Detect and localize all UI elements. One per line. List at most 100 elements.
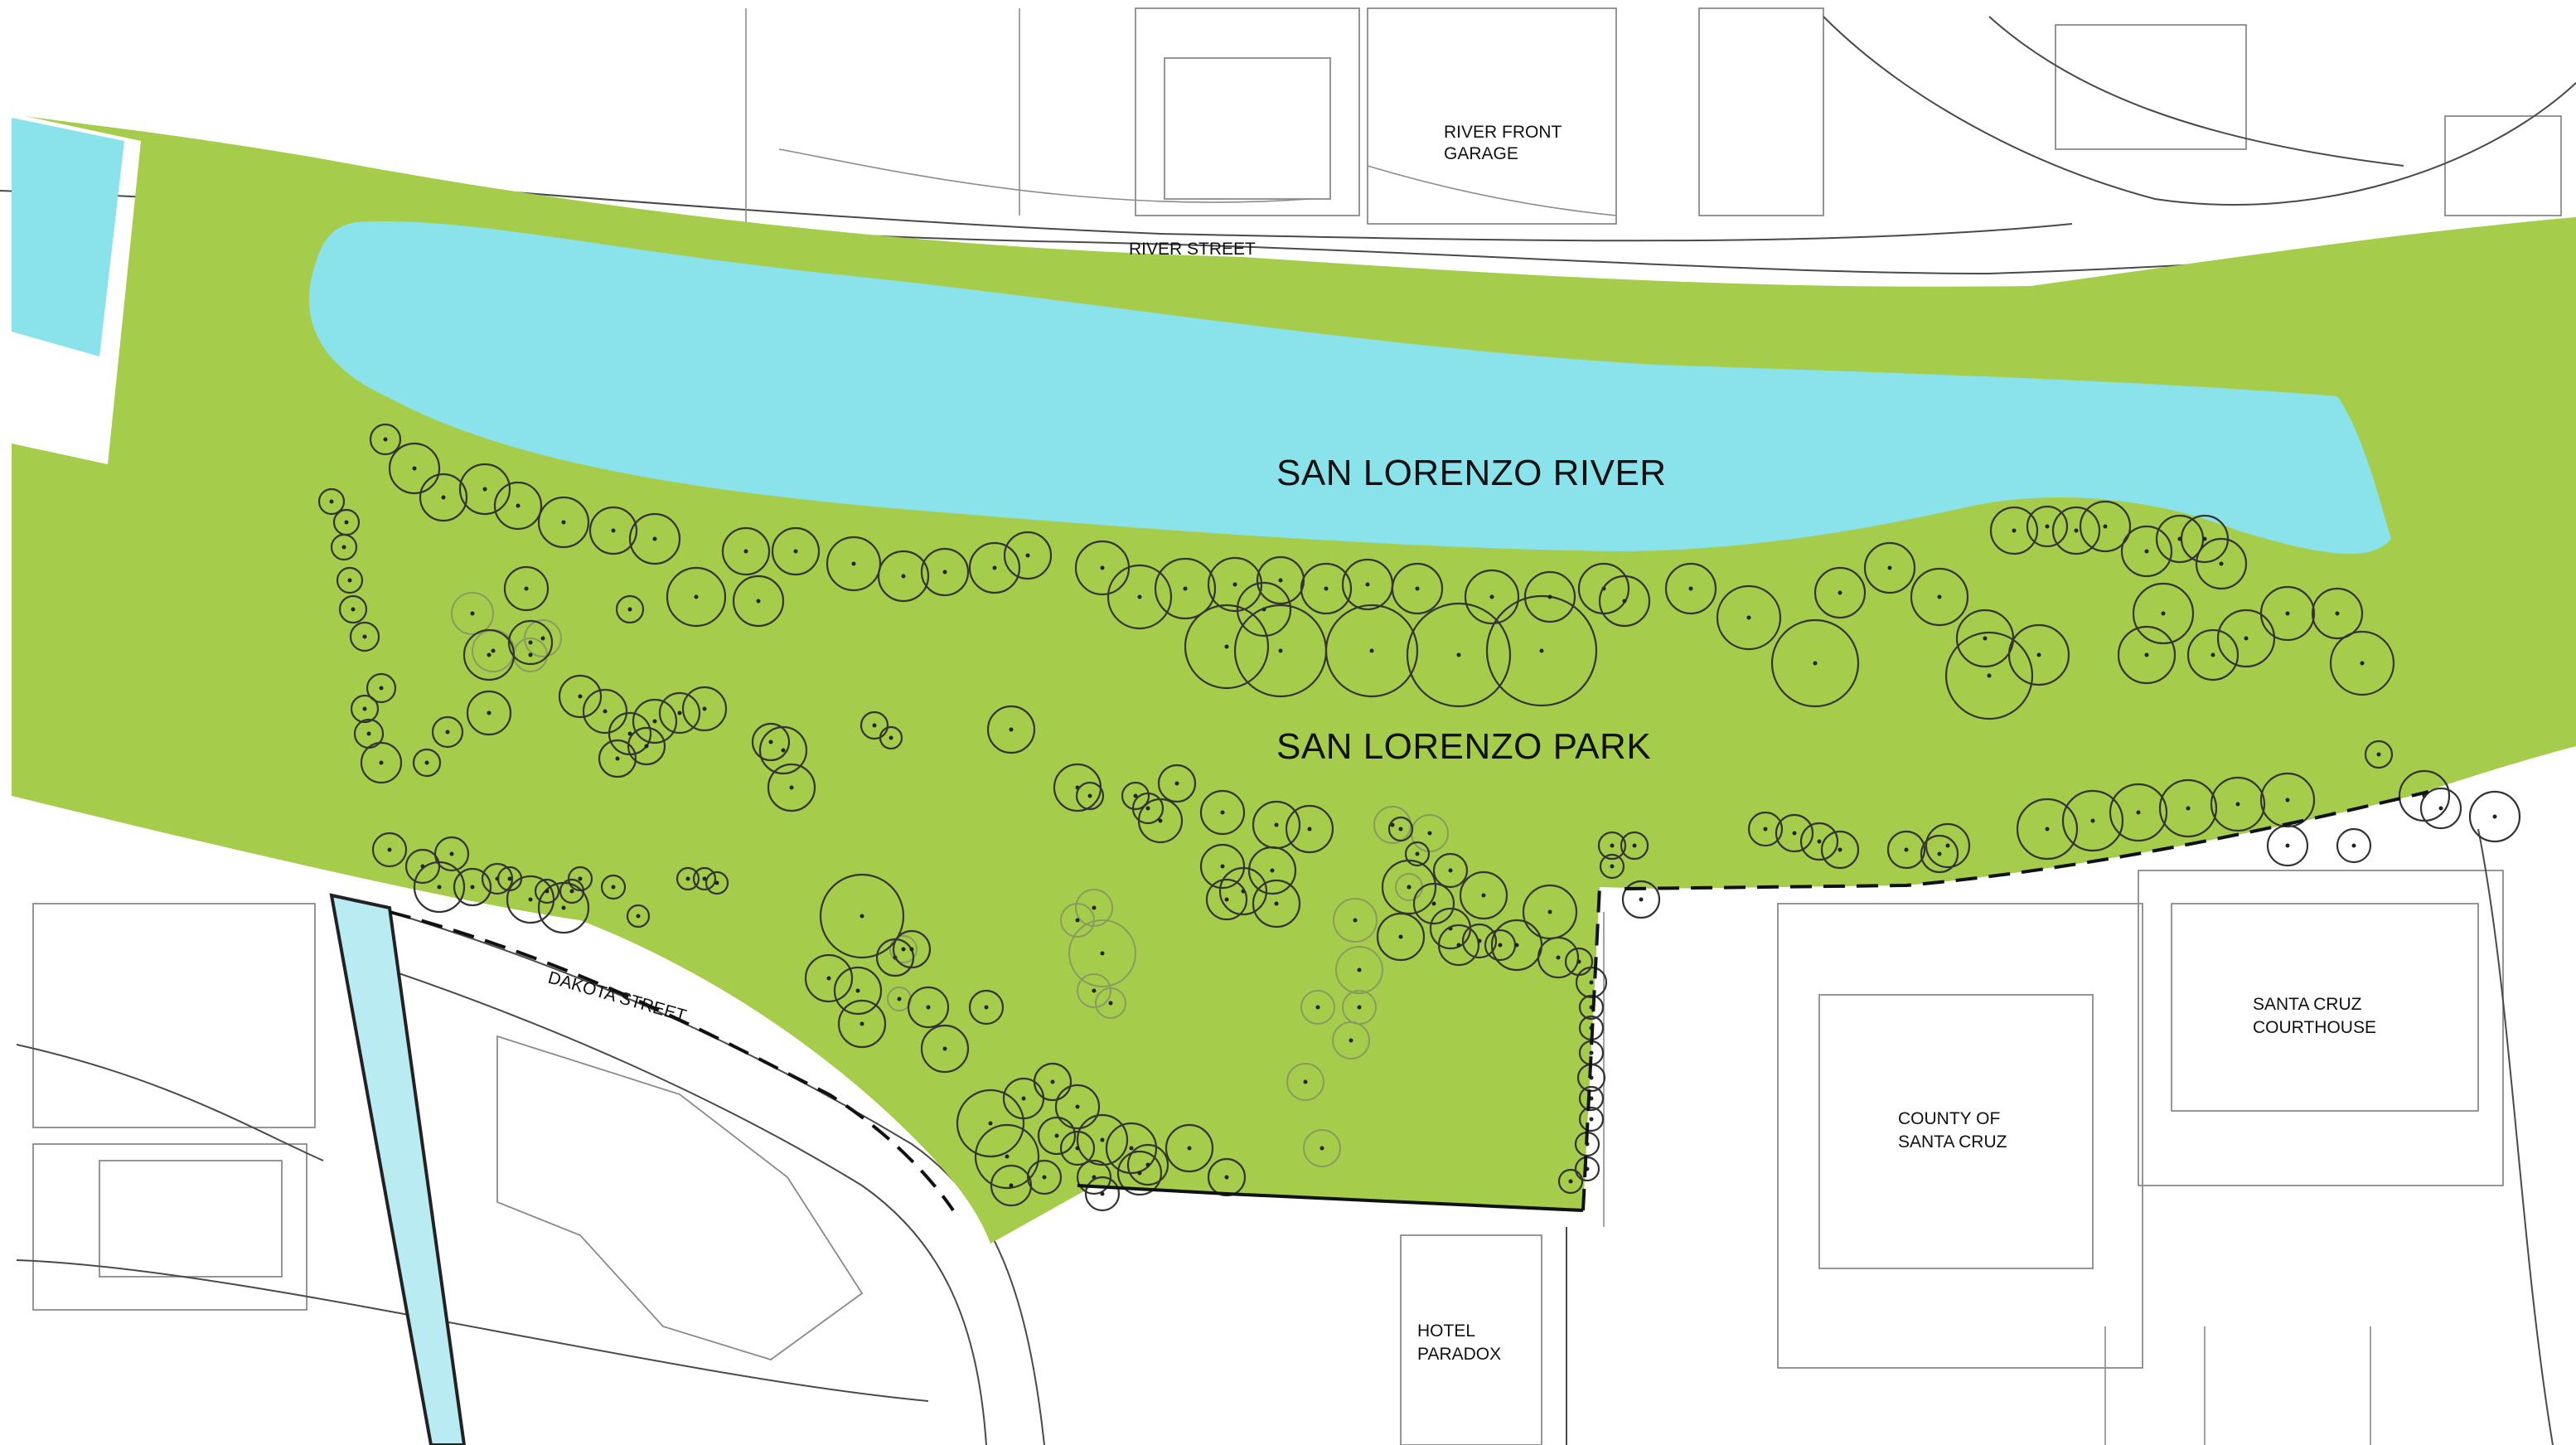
tree-trunk <box>1075 1104 1080 1109</box>
tree-trunk <box>482 487 487 492</box>
tree-trunk <box>1232 582 1237 587</box>
park-boundary <box>389 790 2429 1212</box>
tree-trunk <box>1477 938 1482 943</box>
tree-canopy <box>600 874 627 900</box>
tree-trunk <box>636 914 641 919</box>
tree-canopy <box>889 935 918 963</box>
tree-canopy <box>419 473 468 522</box>
tree-trunk <box>694 594 699 599</box>
tree-canopy <box>366 672 397 704</box>
tree-canopy <box>1432 852 1469 889</box>
tree-canopy <box>1077 973 1111 1008</box>
tree-trunk <box>1270 868 1275 873</box>
tree-canopy <box>404 848 441 885</box>
tree-canopy <box>371 832 408 868</box>
tree-trunk <box>1622 599 1627 604</box>
tree-trunk <box>2244 636 2249 641</box>
tree-trunk <box>2335 611 2340 616</box>
tree-canopy <box>369 423 402 456</box>
tree-trunk <box>470 885 475 890</box>
tree-canopy <box>1886 830 1926 870</box>
hotel-label-line2: PARADOX <box>1417 1345 1501 1364</box>
tree-canopy <box>1165 1123 1214 1173</box>
tree-trunk <box>611 885 616 890</box>
tree-trunk <box>702 706 707 711</box>
tree-trunk <box>768 739 773 744</box>
tree-canopy <box>558 674 603 719</box>
tree-trunk <box>1945 843 1950 848</box>
tree-trunk <box>561 520 566 525</box>
tree-trunk <box>1092 905 1097 910</box>
tree-canopy <box>615 594 645 624</box>
tree-trunk <box>1610 864 1615 869</box>
tree-trunk <box>1129 1146 1134 1151</box>
tree-canopy <box>1332 1021 1370 1060</box>
tree-trunk <box>2012 528 2017 533</box>
tree-canopy <box>920 547 970 597</box>
tree-trunk <box>2186 806 2191 811</box>
river-area[interactable] <box>308 221 2391 555</box>
tree-trunk <box>714 880 719 885</box>
tree-canopy <box>453 867 492 907</box>
tree-trunk <box>1763 827 1768 832</box>
tree-canopy <box>826 536 882 592</box>
tree-trunk <box>2360 661 2365 666</box>
tree-trunk <box>1539 648 1544 653</box>
tree-canopy <box>632 698 678 744</box>
tree-trunk <box>1274 901 1279 906</box>
tree-trunk <box>1456 943 1461 948</box>
tree-canopy <box>1461 923 1498 959</box>
tree-trunk <box>1514 943 1519 948</box>
tree-trunk <box>1610 843 1615 848</box>
tree-trunk <box>859 914 864 919</box>
tree-canopy <box>1003 531 1053 580</box>
tree-canopy <box>2266 824 2309 867</box>
tree-trunk <box>1369 648 1374 653</box>
tree-canopy <box>588 506 638 555</box>
tree-trunk <box>1987 673 1992 678</box>
tree-trunk <box>1278 578 1283 583</box>
tree-canopy <box>1075 889 1113 927</box>
tree-canopy <box>2051 506 2101 555</box>
tree-trunk <box>383 437 388 442</box>
tree-canopy <box>582 688 628 735</box>
tree-canopy <box>1137 798 1184 844</box>
tree-trunk <box>524 586 529 591</box>
tree-trunk <box>366 731 371 736</box>
tree-trunk <box>1632 843 1637 848</box>
tree-canopy <box>1335 946 1383 994</box>
tree-canopy <box>1106 564 1173 630</box>
tree-canopy <box>1381 859 1437 915</box>
tree-trunk <box>1307 827 1312 832</box>
tree-canopy <box>1084 1176 1121 1212</box>
tree-trunk <box>1220 810 1225 815</box>
tree-trunk <box>2103 524 2108 529</box>
tree-canopy <box>2061 789 2124 852</box>
tree-canopy <box>2364 739 2394 769</box>
tree-canopy <box>1820 830 1860 870</box>
tree-trunk <box>1489 594 1494 599</box>
tree-canopy <box>350 694 380 724</box>
tree-canopy <box>1303 1129 1341 1167</box>
tree-canopy <box>1075 781 1105 811</box>
tree-trunk <box>1278 648 1283 653</box>
tree-canopy <box>2468 790 2521 843</box>
tree-canopy <box>1578 1085 1605 1112</box>
tree-trunk <box>561 905 566 910</box>
tree-canopy <box>1716 584 1782 651</box>
tree-trunk <box>1137 594 1142 599</box>
tree-canopy <box>1252 879 1301 929</box>
tree-canopy <box>507 619 554 666</box>
tree-canopy <box>1387 816 1414 842</box>
tree-canopy <box>2026 505 2069 548</box>
hotel-label-line1: HOTEL <box>1417 1321 1475 1341</box>
tree-trunk <box>652 719 657 724</box>
tree-canopy <box>920 1024 970 1074</box>
tree-canopy <box>628 512 681 565</box>
tree-trunk <box>1838 590 1842 595</box>
tree-canopy <box>1026 1159 1063 1195</box>
tree-trunk <box>677 710 682 715</box>
tree-trunk <box>1576 959 1581 964</box>
tree-trunk <box>1025 553 1030 558</box>
